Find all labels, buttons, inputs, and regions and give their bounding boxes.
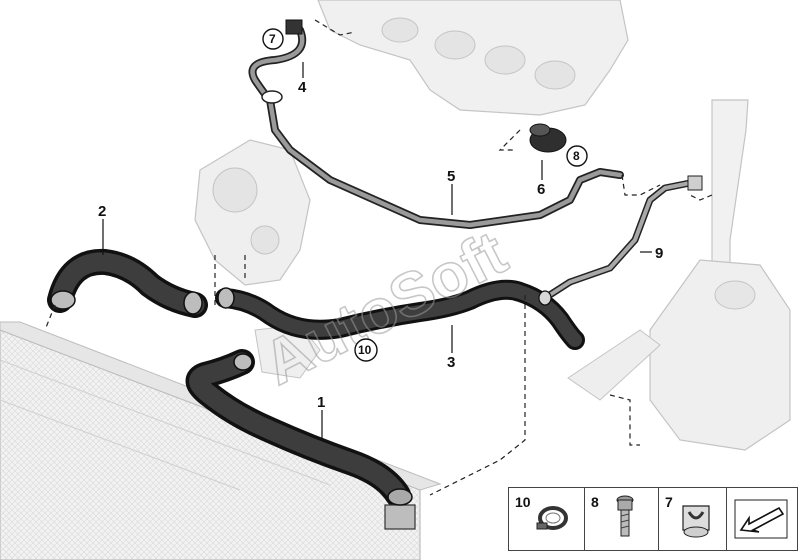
- callout-1: 1: [317, 394, 325, 411]
- callout-10: 10: [358, 343, 372, 357]
- vent-line-4: [248, 19, 624, 229]
- hose-1: [185, 349, 416, 530]
- legend-number: 8: [591, 494, 599, 510]
- callout-labels: 1 2 3 4 5 6 7 8 9 10: [98, 28, 663, 440]
- cylinder-head: [317, 0, 629, 116]
- legend-number: 7: [665, 494, 673, 510]
- callout-7: 7: [269, 32, 276, 46]
- callout-3: 3: [447, 354, 455, 371]
- hose-clamp-icon: [536, 506, 568, 530]
- callout-8: 8: [573, 149, 580, 163]
- direction-arrow-icon: [734, 499, 788, 539]
- hose-2: [47, 248, 208, 318]
- parts-legend: 10 8 7: [508, 487, 798, 551]
- legend-number: 10: [515, 494, 531, 510]
- callout-6: 6: [537, 181, 545, 198]
- callout-9: 9: [655, 245, 663, 262]
- bolt-icon: [616, 495, 634, 537]
- legend-item-arrow: [727, 488, 797, 550]
- callout-2: 2: [98, 203, 106, 220]
- hose-3: [215, 279, 585, 350]
- coolant-line-9: [541, 175, 703, 302]
- expansion-tank: [567, 99, 791, 451]
- legend-item-8: 8: [585, 488, 659, 550]
- callout-4: 4: [298, 79, 307, 96]
- legend-item-7: 7: [659, 488, 727, 550]
- holder-clip-icon: [682, 505, 710, 538]
- callout-5: 5: [447, 168, 455, 185]
- grommet-8: [529, 123, 567, 153]
- legend-item-10: 10: [509, 488, 585, 550]
- dashed-leaders: [44, 19, 713, 496]
